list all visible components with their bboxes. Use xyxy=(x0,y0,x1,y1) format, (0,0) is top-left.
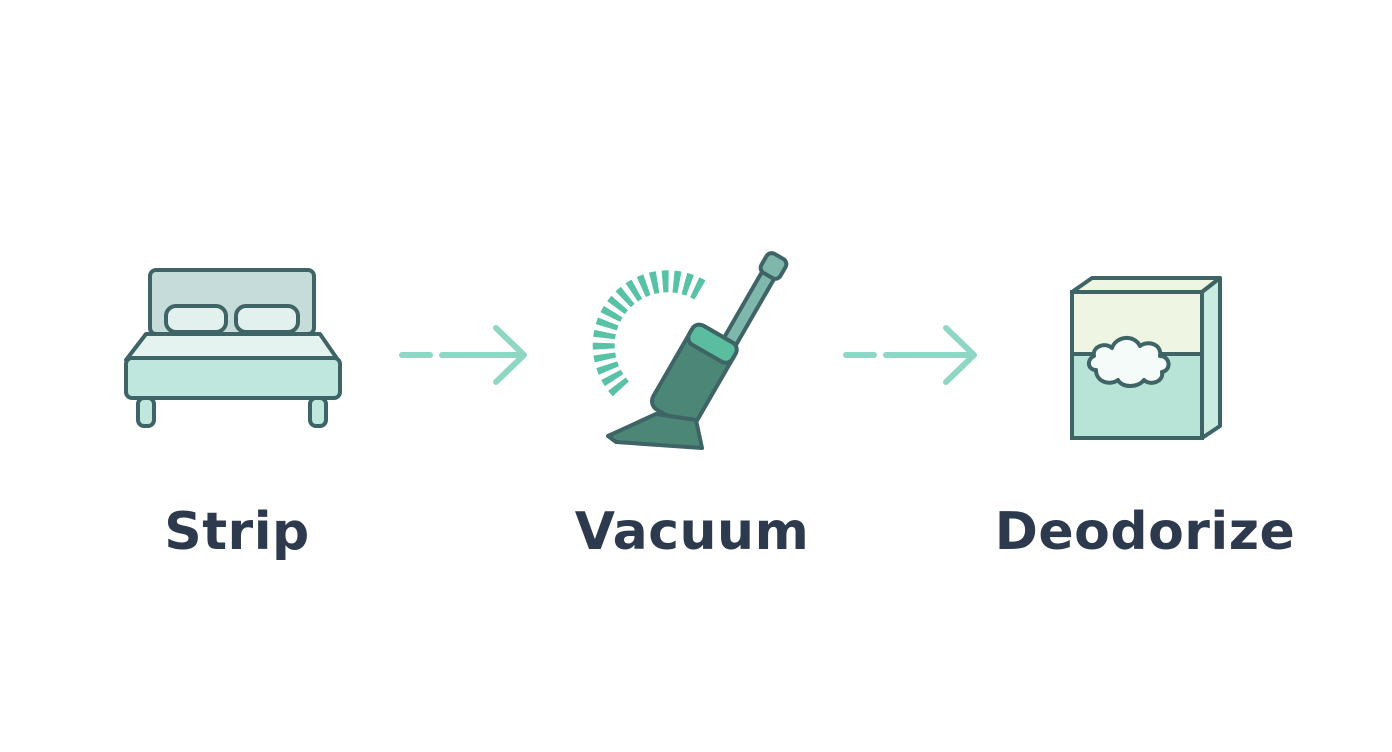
dashed-arrow-icon xyxy=(843,325,977,385)
step-label-strip: Strip xyxy=(164,502,310,562)
step-label-deodorize: Deodorize xyxy=(994,502,1296,562)
deodorizer-box-icon xyxy=(1070,276,1222,440)
step-label-vacuum: Vacuum xyxy=(574,502,810,562)
vacuum-icon xyxy=(592,251,789,450)
bed-icon xyxy=(124,268,342,428)
dashed-arrow-icon xyxy=(399,325,527,385)
